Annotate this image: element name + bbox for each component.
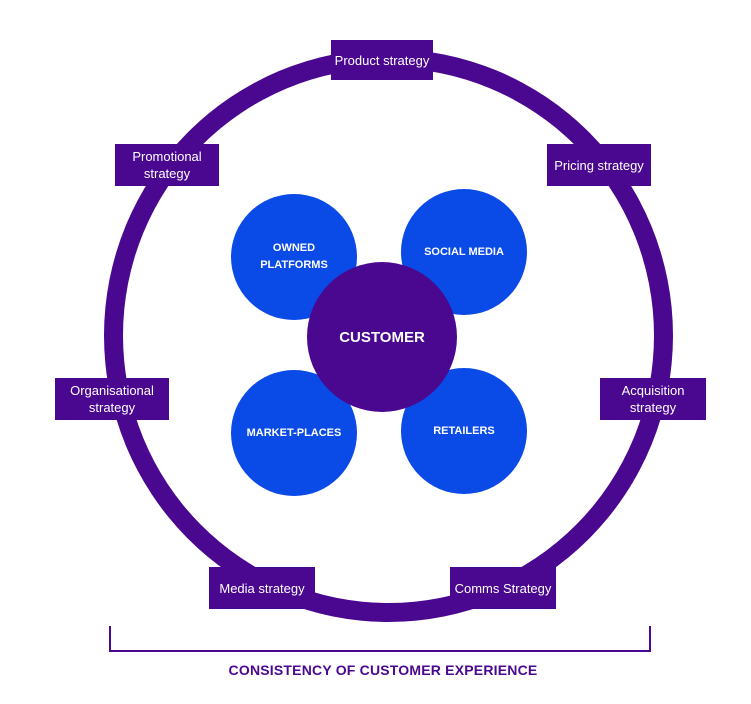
strategy-media: Media strategy: [209, 567, 315, 609]
channel-label: SOCIAL MEDIA: [424, 245, 504, 258]
strategy-acquisition: Acquisition strategy: [600, 378, 706, 420]
strategy-pricing: Pricing strategy: [547, 144, 651, 186]
strategy-product: Product strategy: [331, 40, 433, 80]
channel-label: OWNED PLATFORMS: [260, 242, 328, 271]
channel-label: RETAILERS: [433, 424, 495, 437]
strategy-promotional: Promotional strategy: [115, 144, 219, 186]
strategy-organisational: Organisational strategy: [55, 378, 169, 420]
channel-retailers: RETAILERS: [401, 368, 527, 494]
footer-bracket: [109, 626, 651, 652]
customer-label: CUSTOMER: [339, 328, 425, 346]
strategy-comms: Comms Strategy: [450, 567, 556, 609]
channel-label: MARKET-PLACES: [246, 426, 342, 439]
footer-caption: CONSISTENCY OF CUSTOMER EXPERIENCE: [228, 662, 538, 678]
customer-circle: CUSTOMER: [307, 262, 457, 412]
